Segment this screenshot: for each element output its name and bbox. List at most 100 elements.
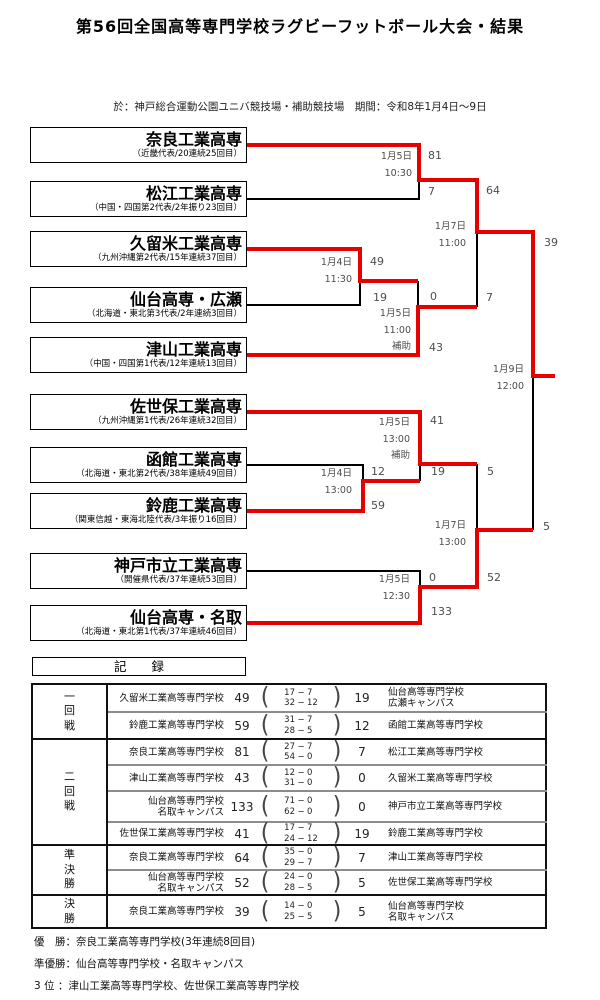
home-team: 鈴鹿工業高等専門学校 — [128, 720, 224, 731]
match-date: 1月7日 — [434, 520, 466, 531]
match-venue: 補助 — [390, 450, 410, 461]
team-box-matsue: 松江工業高専 （中国・四国第2代表/2年振り23回目） — [30, 181, 247, 217]
away-score: 5 — [358, 904, 366, 919]
away-score: 7 — [358, 745, 366, 759]
home-team: 仙台高等専門学校名取キャンパス — [147, 871, 224, 894]
table-row: 決勝 奈良工業高等専門学校 39 ( 14−0 25−5 ) 5 仙台高等専門学… — [32, 895, 546, 929]
paren-close: ) — [332, 868, 342, 896]
paren-open: ( — [260, 792, 270, 820]
away-score: 5 — [358, 875, 366, 890]
team-note: （九州沖縄第2代表/15年連続37回目） — [93, 252, 242, 263]
team-note: （北海道・東北第3代表/2年連続3回目） — [86, 308, 242, 319]
paren-close: ) — [332, 763, 342, 792]
score-hirose-r1: 19 — [373, 291, 387, 304]
match-time: 13:00 — [324, 484, 352, 496]
match-time: 13:00 — [438, 536, 466, 548]
away-team: 鈴鹿工業高等専門学校 — [388, 828, 484, 839]
round-cell: 一回戦 — [32, 684, 108, 740]
winner-path-suzuka — [247, 479, 420, 513]
table-row: 津山工業高等専門学校 43 ( 12−0 31−0 ) 0 久留米工業高等専門学… — [32, 763, 546, 792]
match-date: 1月4日 — [320, 257, 352, 268]
home-score: 43 — [234, 771, 250, 785]
table-row: 仙台高等専門学校名取キャンパス 133 ( 71−0 62−0 ) 0 神戸市立… — [32, 791, 546, 823]
home-team: 仙台高等専門学校名取キャンパス — [147, 795, 224, 818]
record-heading: 記 録 — [32, 657, 246, 676]
half-scores: 31−7 28−5 — [284, 715, 313, 736]
runner-up-line: 準優勝：仙台高等専門学校・名取キャンパス — [34, 958, 244, 970]
paren-close: ) — [332, 792, 342, 820]
away-team: 神戸市立工業高等専門学校 — [388, 801, 503, 812]
match-label-round2-top: 1月5日 10:30 — [320, 149, 412, 182]
match-label-round2-tsuyama: 1月5日 11:00 補助 — [319, 306, 411, 356]
home-score: 41 — [234, 826, 250, 841]
paren-open: ( — [260, 819, 270, 847]
loser-line-matsue — [247, 180, 420, 200]
team-box-hakodate: 函館工業高専 （北海道・東北第2代表/38年連続49回目） — [30, 447, 247, 483]
home-team: 久留米工業高等専門学校 — [119, 692, 224, 704]
half-scores: 17−7 32−12 — [284, 687, 318, 709]
match-date: 1月5日 — [380, 151, 412, 162]
page-title: 第56回全国高等専門学校ラグビーフットボール大会・結果 — [75, 17, 525, 36]
match-time: 11:00 — [438, 237, 466, 249]
away-score: 0 — [358, 771, 366, 785]
score-natori-r2: 133 — [431, 605, 452, 618]
away-team: 仙台高等専門学校広瀬キャンパス — [388, 687, 465, 709]
match-label-semifinal1: 1月7日 11:00 — [374, 219, 466, 252]
score-suzuka-r2: 19 — [431, 465, 445, 478]
team-name: 奈良工業高専 — [145, 129, 242, 149]
paren-open: ( — [260, 711, 270, 739]
score-tsuyama-sf: 7 — [486, 291, 493, 304]
match-label-round2-sasebo: 1月5日 13:00 補助 — [318, 415, 410, 465]
home-team: 津山工業高等専門学校 — [128, 772, 224, 784]
match-label-round1-hakodate: 1月4日 13:00 — [260, 466, 352, 499]
score-sasebo-sf: 5 — [487, 465, 494, 478]
match-label-round1-kurume: 1月4日 11:30 — [260, 255, 352, 288]
home-team: 奈良工業高等専門学校 — [128, 746, 224, 758]
team-box-sendai-hirose: 仙台高専・広瀬 （北海道・東北第3代表/2年連続3回目） — [30, 287, 247, 323]
match-date: 1月7日 — [434, 221, 466, 232]
paren-open: ( — [260, 843, 270, 871]
round-label: 決勝 — [64, 897, 75, 925]
winner-path-tsuyama — [247, 305, 477, 357]
winner-path-kurume — [247, 247, 418, 283]
round-label: 二回戦 — [64, 770, 75, 813]
match-label-final: 1月9日 12:00 — [432, 362, 524, 395]
team-box-suzuka: 鈴鹿工業高専 （関東信越・東海北陸代表/3年振り16回目） — [30, 493, 247, 529]
paren-open: ( — [260, 868, 270, 896]
paren-close: ) — [332, 711, 342, 739]
score-natori-final: 5 — [543, 520, 550, 533]
home-score: 49 — [234, 691, 250, 705]
team-name: 佐世保工業高専 — [129, 396, 242, 416]
table-row: 鈴鹿工業高等専門学校 59 ( 31−7 28−5 ) 12 函館工業高等専門学… — [32, 711, 546, 740]
team-note: （開催県代表/37年連続53回目） — [115, 574, 243, 585]
team-name: 仙台高専・名取 — [129, 607, 242, 627]
third-place-line: 3 位 ：津山工業高等専門学校、佐世保工業高等専門学校 — [34, 980, 300, 992]
table-row: 一回戦 久留米工業高等専門学校 49 ( 17−7 32−12 ) 19 仙台高… — [32, 683, 546, 740]
home-team: 佐世保工業高等専門学校 — [119, 828, 224, 839]
paren-close: ) — [332, 683, 342, 712]
round-cell: 二回戦 — [32, 739, 108, 846]
round-cell: 準決勝 — [32, 845, 108, 896]
score-kobe-r2: 0 — [429, 571, 436, 584]
score-hakodate-r1: 12 — [371, 465, 385, 478]
team-name: 仙台高専・広瀬 — [129, 289, 242, 309]
team-note: （北海道・東北第2代表/38年連続49回目） — [76, 468, 242, 479]
away-score: 19 — [354, 826, 370, 841]
paren-close: ) — [332, 819, 342, 847]
team-box-nara: 奈良工業高専 （近畿代表/20連続25回目） — [30, 127, 247, 163]
team-name: 神戸市立工業高専 — [113, 555, 242, 575]
round-cell: 決勝 — [32, 895, 108, 929]
score-nara-sf: 64 — [486, 184, 500, 197]
score-nara-final: 39 — [544, 236, 558, 249]
round-label: 準決勝 — [64, 848, 75, 891]
team-note: （近畿代表/20連続25回目） — [132, 148, 243, 159]
team-note: （関東信越・東海北陸代表/3年振り16回目） — [69, 514, 242, 525]
paren-close: ) — [332, 737, 342, 766]
winner-path-sasebo — [247, 410, 477, 466]
team-note: （九州沖縄第1代表/26年連続32回目） — [93, 415, 242, 426]
match-date: 1月4日 — [320, 468, 352, 479]
away-team: 久留米工業高等専門学校 — [388, 772, 493, 784]
home-team: 奈良工業高等専門学校 — [128, 852, 224, 863]
winner-path-nara — [247, 143, 555, 378]
home-score: 64 — [234, 850, 250, 865]
